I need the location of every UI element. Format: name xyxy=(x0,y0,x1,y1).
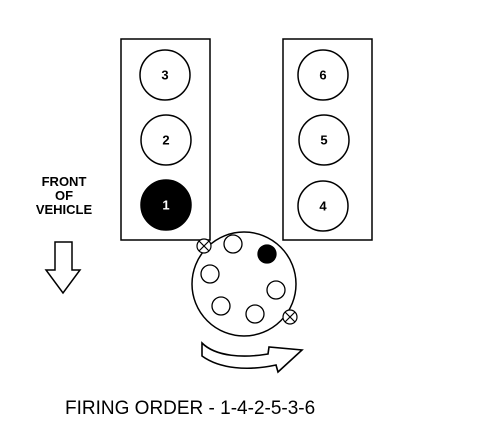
firing-order-label: FIRING ORDER - 1-4-2-5-3-6 xyxy=(65,398,315,419)
distributor-terminal xyxy=(200,264,220,284)
front-label-line1: FRONT xyxy=(42,174,87,189)
cylinder-1: 1 xyxy=(140,179,192,231)
cylinder-6: 6 xyxy=(297,49,349,101)
front-label-line3: VEHICLE xyxy=(36,202,93,217)
front-label-line2: OF xyxy=(55,188,73,203)
cylinder-3: 3 xyxy=(139,49,191,101)
cylinder-4: 4 xyxy=(297,180,349,232)
cylinder-5-label: 5 xyxy=(320,133,327,148)
distributor-cap xyxy=(191,231,298,337)
rotation-arrow-icon xyxy=(201,341,304,374)
distributor-terminal xyxy=(245,304,265,324)
cylinder-6-label: 6 xyxy=(319,68,326,83)
distributor-terminal-cylinder-1 xyxy=(257,244,277,264)
cylinder-2-label: 2 xyxy=(162,133,169,148)
distributor-terminal xyxy=(266,280,286,300)
cap-clip-icon xyxy=(196,238,212,254)
cylinder-4-label: 4 xyxy=(319,199,327,214)
front-arrow-icon xyxy=(44,241,82,295)
cylinder-2: 2 xyxy=(140,114,192,166)
cylinder-5: 5 xyxy=(298,114,350,166)
distributor-terminal xyxy=(223,234,243,254)
cylinder-3-label: 3 xyxy=(161,68,168,83)
cap-clip-icon xyxy=(282,309,298,325)
distributor-terminal xyxy=(211,296,231,316)
cylinder-1-label: 1 xyxy=(162,198,169,213)
